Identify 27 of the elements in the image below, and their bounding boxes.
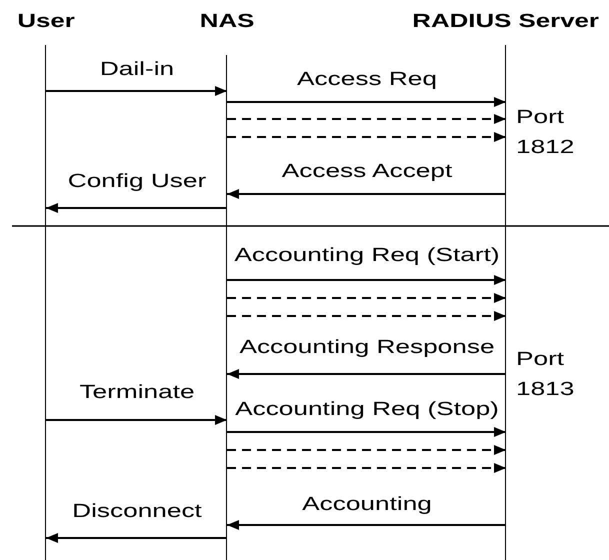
arrow [46,86,227,96]
arrow [227,369,506,379]
arrow [227,189,506,199]
arrow [227,520,506,530]
edge-label: Access Accept [280,161,454,183]
arrow [46,203,227,213]
arrow [227,275,506,285]
arrow [227,97,506,107]
arrow [227,427,506,437]
port-label: Port 1813 [516,348,576,402]
participant-label: RADIUS Server [412,10,600,34]
arrow [46,533,227,543]
edge-label: Access Req [295,69,438,91]
edge-label: Accounting Req (Stop) [233,399,500,421]
edge-label: Accounting [300,494,433,516]
edge-label: Accounting Response [238,337,496,359]
arrow [227,463,506,473]
arrow [227,445,506,455]
arrow [227,132,506,142]
arrow [227,114,506,124]
port-label: Port 1812 [516,106,576,160]
arrow [46,415,227,425]
arrow [227,311,506,321]
arrow [227,293,506,303]
participant-label: NAS [200,10,254,34]
edge-label: Accounting Req (Start) [232,245,500,267]
participant-label: User [17,10,75,34]
